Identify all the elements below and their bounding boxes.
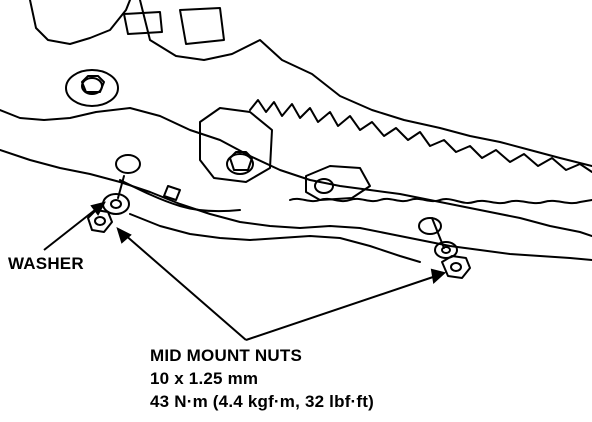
thread-size-label: 10 x 1.25 mm: [150, 369, 259, 388]
subframe-wavy-edge: [289, 197, 592, 205]
right-mount-bolt: [314, 178, 334, 194]
arrow-icon-right: [430, 268, 447, 284]
nuts-leader-right: [245, 275, 437, 341]
engine-bracket-top: [179, 7, 225, 45]
upper-mount-bolt-hex: [81, 75, 105, 93]
engine-upper-ridge: [139, 0, 592, 167]
washer-label: WASHER: [8, 254, 84, 273]
subframe-inner-contour: [119, 179, 241, 213]
subframe-bottom-edge: [129, 213, 421, 263]
washer-leader-line: [43, 205, 101, 251]
engine-ragged-edge: [249, 99, 592, 173]
upper-mount-boss: [65, 69, 119, 107]
subframe-lower-edge: [0, 149, 592, 261]
center-mount-bracket: [199, 107, 273, 183]
right-washer-icon: [434, 241, 458, 259]
mid-mount-nuts-spec: MID MOUNT NUTS 10 x 1.25 mm 43 N·m (4.4 …: [150, 344, 374, 413]
right-mount-hole: [418, 217, 442, 235]
engine-bracket-top-2: [123, 11, 163, 35]
subframe-top-edge: [0, 107, 592, 237]
right-nut-icon: [441, 255, 471, 279]
right-mount-bracket: [305, 165, 371, 201]
nuts-leader-left: [123, 233, 247, 341]
torque-spec-label: 43 N·m (4.4 kgf·m, 32 lbf·ft): [150, 392, 374, 411]
part-name-label: MID MOUNT NUTS: [150, 346, 303, 365]
engine-block-outline: [29, 0, 131, 45]
left-mount-hole: [115, 154, 141, 174]
center-mount-bolt-hex: [229, 151, 253, 171]
arrow-icon: [116, 227, 132, 244]
washer-arrow-icon: [90, 201, 106, 216]
subframe-slot: [163, 185, 181, 201]
center-mount-bolt: [226, 153, 254, 175]
